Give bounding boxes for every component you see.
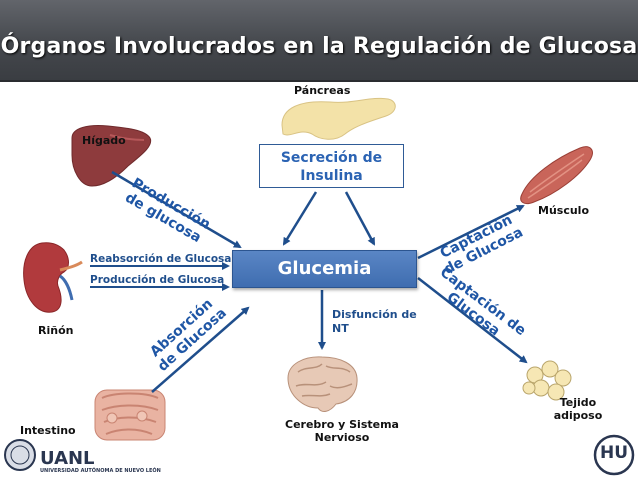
kidney-label: Riñón (38, 324, 74, 337)
arrow-glucemia-to-adipose (417, 277, 528, 364)
brain-label: Cerebro y Sistema Nervioso (285, 418, 399, 444)
arrow-secretion-right (344, 191, 376, 246)
adipose-label: Tejido adiposo (553, 396, 603, 422)
liver-label: Hígado (82, 134, 126, 147)
intestine-label: Intestino (20, 424, 76, 437)
liver-image (71, 125, 152, 187)
intestine-image (94, 389, 166, 441)
uanl-logo-subtext: UNIVERSIDAD AUTÓNOMA DE NUEVO LEÓN (40, 468, 161, 474)
arrow-secretion-left (282, 191, 318, 246)
pancreas-image (281, 97, 396, 140)
adipose-image (522, 360, 572, 401)
title-bar (0, 0, 638, 82)
arrow-glucemia-to-muscle (417, 204, 525, 260)
page-title: Órganos Involucrados en la Regulación de… (0, 34, 638, 59)
muscle-image (520, 146, 593, 205)
insulin-secretion-box: Secreción de Insulina (259, 144, 404, 188)
arrow-intestine-to-glucemia (151, 306, 250, 393)
kidney-reabsorption-label: Reabsorción de Glucosa (90, 253, 232, 265)
kidney-image (23, 242, 83, 313)
kidney-production-label: Producción de Glucosa (90, 274, 225, 286)
hu-logo (593, 434, 635, 476)
uanl-logo-text: UANL (40, 448, 95, 469)
glucemia-box: Glucemia (232, 250, 417, 288)
brain-image (287, 356, 358, 412)
pancreas-label: Páncreas (294, 84, 351, 97)
brain-dysfunction-arrow-label: Disfunción de NT (332, 308, 417, 335)
muscle-label: Músculo (538, 204, 590, 217)
arrow-liver-to-glucemia (111, 170, 242, 249)
uanl-seal-logo (4, 439, 36, 471)
hu-logo-text: HU (599, 443, 629, 463)
